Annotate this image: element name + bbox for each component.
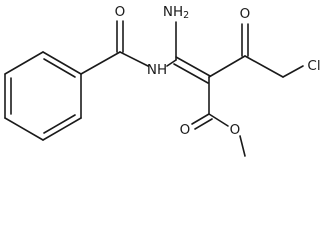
amide-nh-label: NH — [147, 62, 167, 78]
ring-bond-3 — [42, 117, 82, 141]
ring-double-bond-inner-2 — [43, 114, 76, 134]
structural-formula: NH2 NH O O Cl O O — [0, 0, 326, 172]
ring-bond-2 — [4, 117, 44, 141]
ch2-to-cl-bond — [282, 65, 304, 78]
ring-bond-6 — [4, 51, 44, 75]
atom-labels: NH2 NH O O Cl O O — [115, 4, 321, 138]
enamine-backbone — [173, 21, 304, 84]
amide-oxygen-label: O — [115, 4, 126, 20]
ester-ether-oxygen-label: O — [230, 122, 241, 138]
ester-group — [191, 76, 246, 157]
ring-bond-5 — [42, 51, 82, 75]
carbonyl-to-nh-bond — [119, 51, 149, 67]
o-to-methyl-bond — [239, 135, 246, 157]
ring-to-carbonyl-bond — [80, 51, 121, 75]
chlorine-label: Cl — [307, 58, 320, 74]
amide-group — [80, 20, 177, 75]
ester-co-bond-b — [194, 118, 213, 130]
enamine-double-bond-a — [175, 56, 211, 77]
ring-double-bond-inner-3 — [43, 58, 76, 78]
ester-carbonyl-oxygen-label: O — [180, 122, 191, 138]
ester-co-bond-a — [191, 113, 210, 125]
amine-label: NH2 — [163, 4, 189, 21]
benzene-ring — [4, 51, 82, 141]
ketone-oxygen-label: O — [240, 6, 251, 22]
ester-c-to-o-bond — [208, 113, 229, 127]
canvas-background — [0, 0, 326, 172]
enamine-double-bond-b — [173, 63, 209, 84]
ketone-to-ch2-bond — [244, 55, 284, 78]
alpha-to-ketone-bond — [208, 55, 246, 78]
nh-to-enamine-bond — [166, 59, 177, 67]
